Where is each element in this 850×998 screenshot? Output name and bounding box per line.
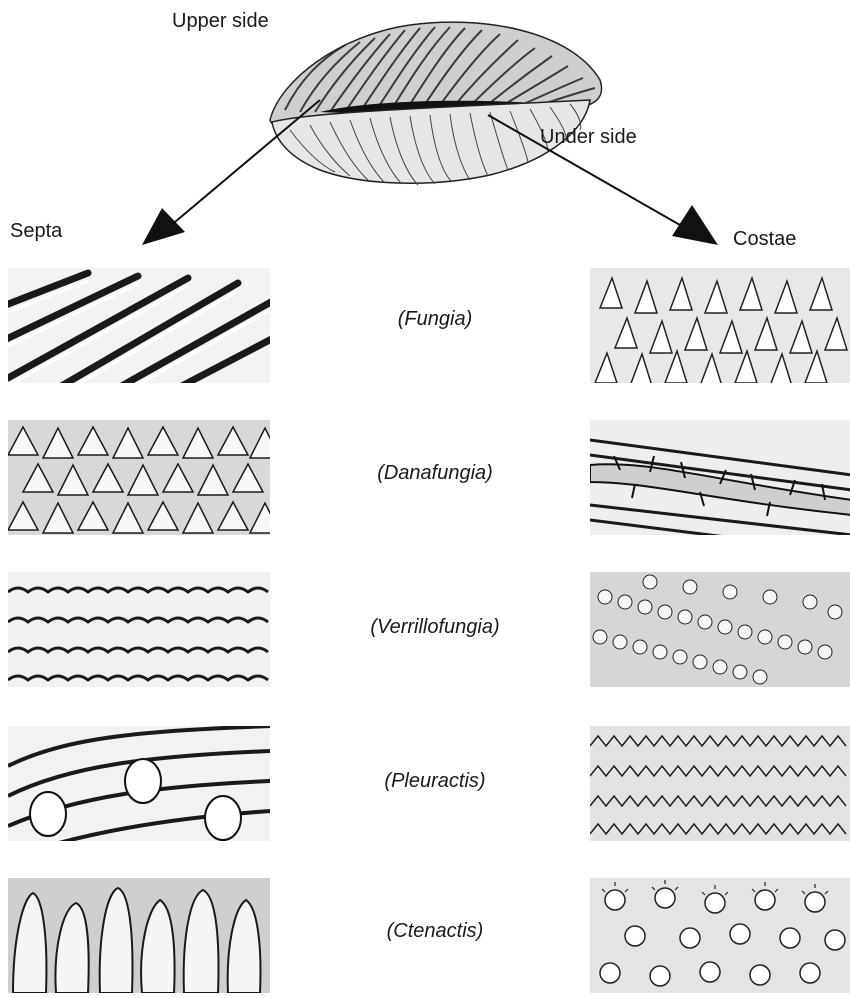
septa-texture-fungia bbox=[8, 268, 270, 383]
costae-texture-fungia bbox=[590, 268, 850, 383]
genus-label-pleuractis: (Pleuractis) bbox=[384, 770, 485, 793]
septa-label: Septa bbox=[10, 220, 62, 243]
genus-label-danafungia: (Danafungia) bbox=[377, 462, 493, 485]
costae-texture-danafungia bbox=[590, 420, 850, 535]
upper-side-label: Upper side bbox=[172, 10, 269, 33]
costae-texture-ctenactis bbox=[590, 878, 850, 993]
genus-label-fungia: (Fungia) bbox=[398, 308, 472, 331]
septa-arrowhead bbox=[142, 208, 185, 245]
under-side-label: Under side bbox=[540, 126, 637, 149]
genus-label-ctenactis: (Ctenactis) bbox=[387, 920, 484, 943]
costae-label: Costae bbox=[733, 228, 796, 251]
mushroom-coral-illustration bbox=[250, 0, 610, 200]
costae-arrowhead bbox=[672, 205, 718, 245]
septa-texture-ctenactis bbox=[8, 878, 270, 993]
costae-texture-verrillofungia bbox=[590, 572, 850, 687]
septa-texture-danafungia bbox=[8, 420, 270, 535]
genus-label-verrillofungia: (Verrillofungia) bbox=[370, 616, 499, 639]
septa-texture-pleuractis bbox=[8, 726, 270, 841]
septa-texture-verrillofungia bbox=[8, 572, 270, 687]
costae-texture-pleuractis bbox=[590, 726, 850, 841]
